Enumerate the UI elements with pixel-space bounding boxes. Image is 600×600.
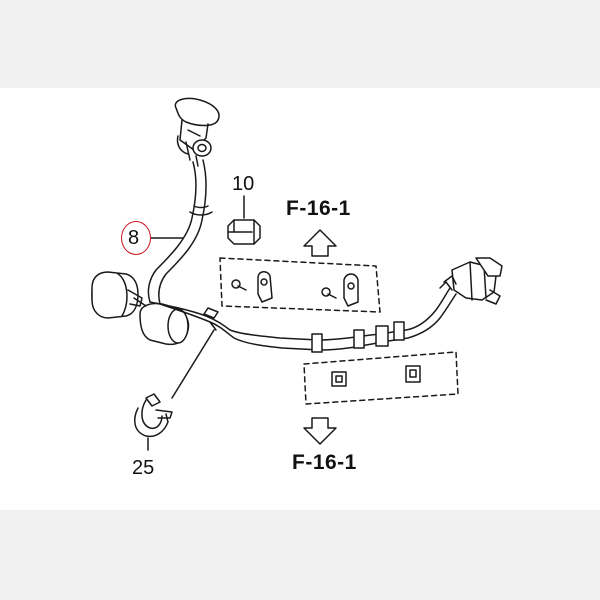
hose-part-8[interactable]	[147, 159, 213, 305]
right-canister[interactable]	[133, 297, 190, 346]
callout-8: 8	[128, 227, 140, 249]
arrow-down-icon[interactable]	[303, 417, 337, 445]
ref-label-top[interactable]: F-16-1	[286, 197, 351, 220]
arrow-up-icon[interactable]	[303, 229, 337, 257]
clip-part-10[interactable]	[227, 219, 261, 245]
top-fitting[interactable]	[174, 97, 220, 167]
left-canister[interactable]	[91, 271, 143, 319]
bracket-clip-icon	[257, 271, 273, 303]
leader-25	[171, 329, 215, 399]
wire-harness[interactable]	[149, 281, 457, 353]
clip-icon	[405, 365, 421, 383]
clip-icon	[331, 371, 347, 387]
detail-box-bottom	[303, 351, 459, 405]
right-connector[interactable]	[443, 257, 503, 305]
highlight-circle	[121, 221, 151, 255]
bolt-icon	[231, 279, 247, 291]
bracket-clip-icon	[343, 273, 359, 307]
callout-25: 25	[132, 457, 155, 479]
band-clamp-part-25[interactable]	[133, 393, 173, 438]
ref-label-bottom[interactable]: F-16-1	[292, 451, 357, 474]
detail-box-top	[219, 257, 381, 313]
callout-10: 10	[232, 173, 255, 195]
bolt-icon	[321, 287, 337, 299]
